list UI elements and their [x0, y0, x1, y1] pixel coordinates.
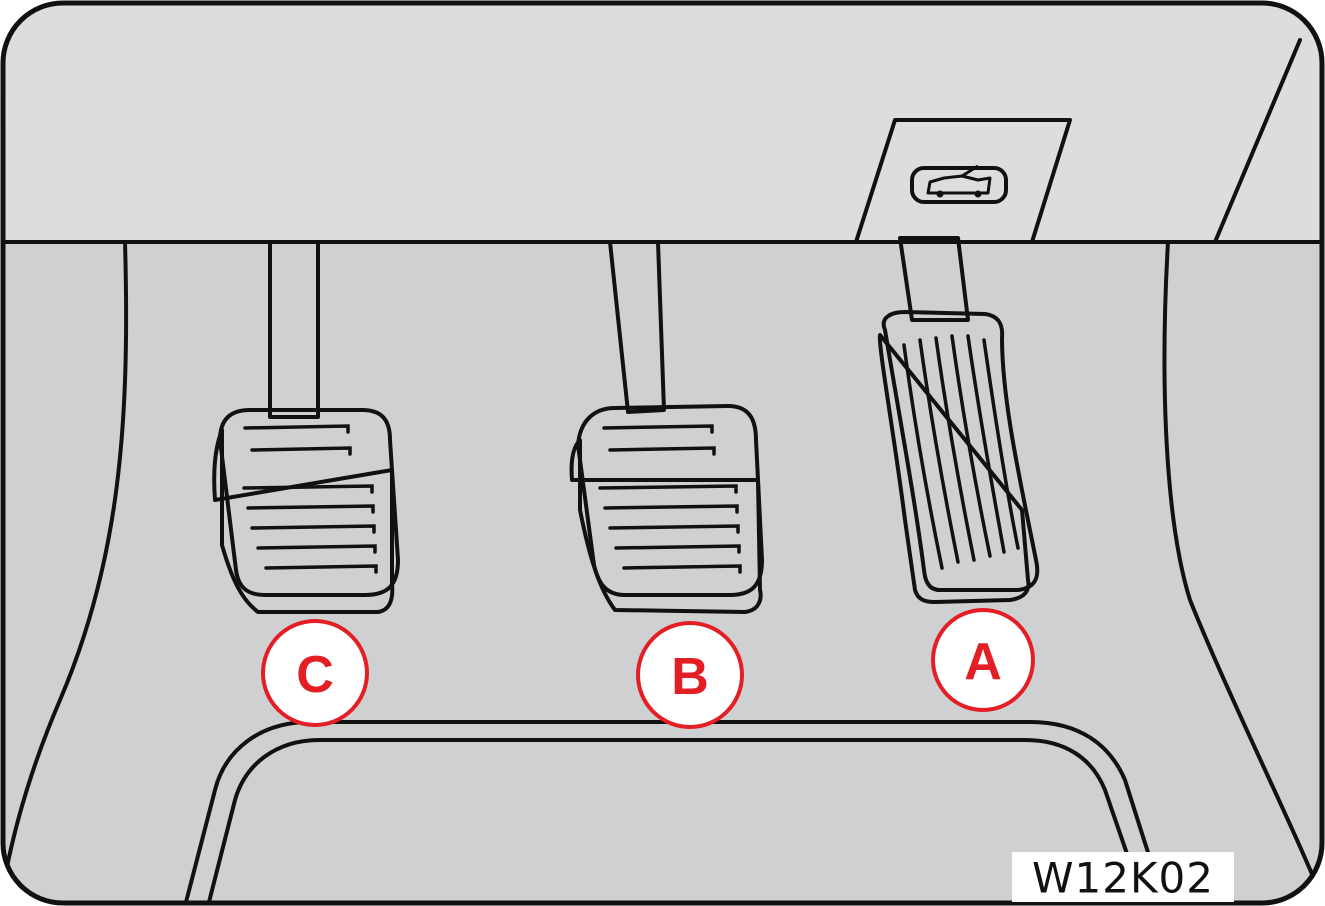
pedal-c-ribs: [242, 424, 378, 574]
reference-code: W12K02: [1012, 852, 1234, 903]
pedal-c: [212, 240, 400, 614]
pedal-b-arm: [608, 240, 666, 414]
reference-code-text: W12K02: [1032, 854, 1214, 903]
floor-mat-rim: [183, 720, 1167, 903]
floor-mat: [206, 738, 1147, 903]
pedal-a-arm: [898, 236, 970, 322]
footwell: [3, 240, 1322, 903]
callout-a-label: A: [964, 633, 1002, 691]
pedal-c-pad: [218, 408, 400, 597]
pedal-a: [877, 310, 1040, 604]
pedal-c-side: [212, 428, 395, 614]
pedal-b: [569, 240, 764, 614]
pedal-c-arm: [268, 240, 320, 419]
pedal-a-pad: [881, 310, 1040, 592]
pedal-b-ribs: [598, 424, 742, 574]
callout-b-label: B: [671, 648, 709, 706]
dashboard: [3, 3, 1322, 242]
callout-b: B: [636, 621, 744, 729]
pedal-b-pad: [576, 404, 764, 597]
hood-release-icon[interactable]: [910, 164, 1008, 204]
hood-release-panel: [854, 118, 1072, 244]
pedal-a-ribs: [902, 334, 1020, 570]
pedal-a-side: [877, 333, 1031, 604]
dashboard-corner-line: [1213, 38, 1302, 244]
callout-c-label: C: [296, 646, 334, 704]
callout-a: A: [931, 608, 1035, 712]
callout-c: C: [261, 619, 369, 727]
